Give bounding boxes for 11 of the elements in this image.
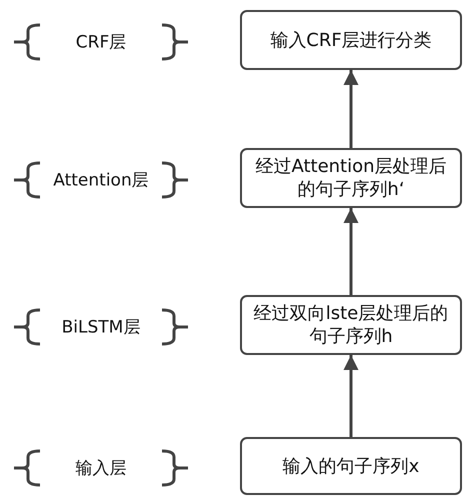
arrow — [344, 355, 358, 437]
arrow — [344, 70, 358, 148]
process-box: 经过双向lste层处理后的句子序列h — [240, 295, 462, 355]
process-box: 输入的句子序列x — [240, 437, 462, 495]
arrow — [344, 208, 358, 295]
layer-label: BiLSTM层 — [62, 316, 140, 338]
process-box: 经过Attention层处理后的句子序列h‘ — [240, 148, 462, 208]
layer-label: Attention层 — [53, 170, 149, 192]
layer-label: CRF层 — [76, 32, 126, 54]
process-box: 输入CRF层进行分类 — [240, 10, 462, 70]
layer-label: 输入层 — [76, 458, 126, 480]
